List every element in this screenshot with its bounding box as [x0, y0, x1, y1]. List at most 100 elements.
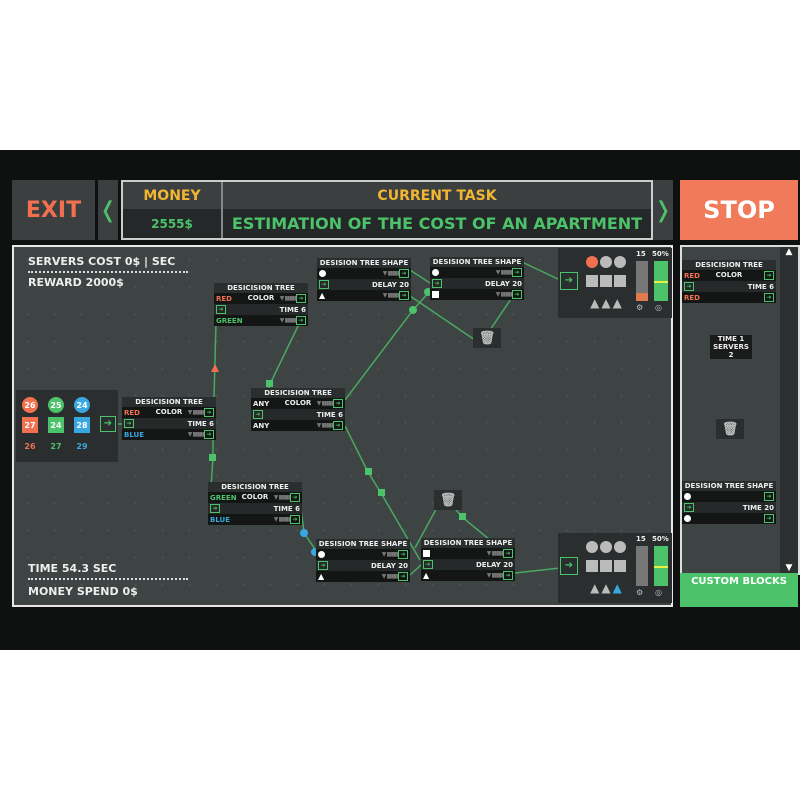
decision-node[interactable]: DESISION TREE SHAPE▼ ▮▮▮▮▮➔➔DELAY 20▲▼ ▮… [317, 258, 411, 301]
input-arrow-icon[interactable]: ➔ [560, 557, 578, 575]
connection [451, 504, 491, 541]
input-port[interactable]: ➔ [423, 560, 433, 569]
output-port[interactable]: ➔ [333, 399, 343, 408]
square-slot [614, 275, 626, 287]
green-square-packet [459, 513, 466, 520]
load-bar [636, 261, 648, 301]
node-option: RED [684, 293, 700, 302]
triangle-slot: ▲ [590, 296, 600, 310]
square-slot [614, 560, 626, 572]
output-port[interactable]: ➔ [296, 294, 306, 303]
trash-bin-icon[interactable]: 🗑 [473, 328, 501, 348]
decision-node[interactable]: DESISION TREE SHAPE▼ ▮▮▮▮▮➔➔DELAY 20▲▼ ▮… [316, 539, 410, 582]
output-port[interactable]: ➔ [398, 572, 408, 581]
square-icon [432, 291, 439, 298]
node-title: DESISION TREE SHAPE [430, 257, 524, 267]
node-param: DELAY 20 [370, 561, 408, 570]
output-port[interactable]: ➔ [333, 421, 343, 430]
exit-button[interactable]: EXIT [12, 180, 95, 240]
stop-button[interactable]: STOP [680, 180, 798, 240]
money-value: 2555$ [123, 209, 223, 238]
node-title: DESICISION TREE COLOR [682, 260, 776, 279]
output-arrow-icon[interactable]: ➔ [100, 416, 116, 432]
node-param: TIME 6 [187, 419, 214, 428]
palette-server-block[interactable]: TIME 1 SERVERS 2 [710, 335, 752, 359]
circle-slot [600, 541, 612, 553]
node-param: DELAY 20 [475, 560, 513, 569]
node-option: BLUE [210, 515, 231, 524]
trash-bin-icon[interactable]: 🗑 [434, 490, 462, 510]
next-task-button[interactable]: ❭ [653, 180, 673, 240]
node-title: DESICISION TREE COLOR [208, 482, 302, 501]
input-port[interactable]: ➔ [319, 280, 329, 289]
node-param: TIME 20 [742, 503, 774, 512]
accuracy-bar [654, 261, 668, 301]
node-title: DESISION TREE SHAPE [682, 481, 776, 491]
blue-triangle-count: 29 [76, 441, 88, 451]
node-option: ANY [253, 399, 270, 408]
circle-slot [614, 256, 626, 268]
custom-blocks-button[interactable]: CUSTOM BLOCKS [680, 573, 798, 607]
connection [409, 269, 431, 284]
output-port[interactable]: ➔ [290, 515, 300, 524]
decision-node[interactable]: DESISION TREE SHAPE▼ ▮▮▮▮▮➔➔DELAY 20▼ ▮▮… [430, 257, 524, 300]
green-square-packet [378, 489, 385, 496]
input-port[interactable]: ➔ [432, 279, 442, 288]
palette-color-node[interactable]: DESICISION TREE COLOR RED➔ ➔TIME 6 RED➔ [682, 260, 776, 303]
input-source[interactable]: 26 25 24 27 24 28 26 27 29 ➔ [16, 390, 118, 462]
decision-node[interactable]: DESISION TREE SHAPE▼ ▮▮▮▮▮➔➔DELAY 20▲▼ ▮… [421, 538, 515, 581]
output-port[interactable]: ➔ [398, 550, 408, 559]
current-task-value: ESTIMATION OF THE COST OF AN APARTMENT [223, 209, 651, 238]
output-port[interactable]: ➔ [204, 408, 214, 417]
node-param: TIME 6 [316, 410, 343, 419]
circle-icon [684, 515, 691, 522]
triangle-icon: ▲ [319, 291, 326, 300]
input-port[interactable]: ➔ [210, 504, 220, 513]
current-task-label: CURRENT TASK [223, 182, 651, 209]
input-port[interactable]: ➔ [216, 305, 226, 314]
output-port[interactable]: ➔ [204, 430, 214, 439]
palette-scrollbar[interactable]: ▲▼ [780, 247, 798, 573]
node-option: BLUE [124, 430, 145, 439]
square-slot [586, 275, 598, 287]
connection [521, 261, 561, 281]
node-title: DESICISION TREE COLOR [122, 397, 216, 416]
circle-slot [614, 541, 626, 553]
node-option: RED [684, 271, 700, 280]
divider [28, 578, 188, 580]
square-icon [423, 550, 430, 557]
connection [210, 321, 217, 488]
circle-slot [586, 256, 598, 268]
palette-shape-node[interactable]: DESISION TREE SHAPE ➔ ➔TIME 20 ➔ [682, 481, 776, 524]
input-port[interactable]: ➔ [124, 419, 134, 428]
triangle-slot: ▲ [612, 581, 622, 595]
palette-trash-icon[interactable]: 🗑 [716, 419, 744, 439]
input-port[interactable]: ➔ [318, 561, 328, 570]
node-option: RED [124, 408, 140, 417]
output-port[interactable]: ➔ [290, 493, 300, 502]
green-triangle-count: 27 [50, 441, 62, 451]
output-port[interactable]: ➔ [512, 268, 522, 277]
output-port[interactable]: ➔ [503, 549, 513, 558]
output-port[interactable]: ➔ [503, 571, 513, 580]
node-option: RED [216, 294, 232, 303]
output-port[interactable]: ➔ [399, 269, 409, 278]
input-arrow-icon[interactable]: ➔ [560, 272, 578, 290]
green-circle-count: 25 [48, 397, 64, 413]
connection [409, 564, 422, 576]
output-port[interactable]: ➔ [512, 290, 522, 299]
blue-square-count: 28 [74, 417, 90, 433]
header-panel: MONEY CURRENT TASK 2555$ ESTIMATION OF T… [121, 180, 653, 240]
output-port[interactable]: ➔ [296, 316, 306, 325]
prev-task-button[interactable]: ❬ [98, 180, 118, 240]
node-title: DESISION TREE SHAPE [316, 539, 410, 549]
output-port[interactable]: ➔ [399, 291, 409, 300]
circle-icon [319, 270, 326, 277]
input-port[interactable]: ➔ [253, 410, 263, 419]
